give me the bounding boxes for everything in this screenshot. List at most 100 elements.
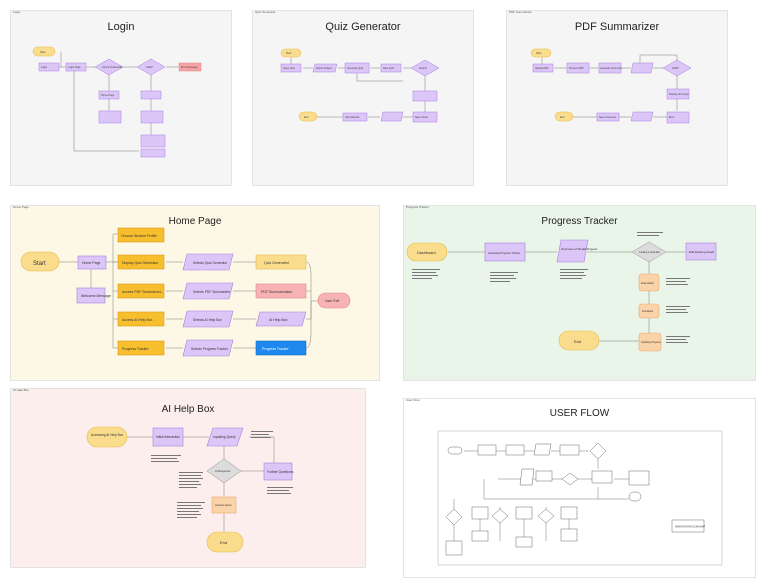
decision-label: AI Response: [215, 469, 231, 473]
select-node: [182, 282, 234, 300]
access-node: [484, 242, 526, 262]
flow-node: [533, 443, 552, 456]
userflow-note: NAVIGATION FLOW MAP: [675, 525, 705, 529]
start-terminal: [20, 251, 60, 272]
inputting-node: [206, 427, 244, 447]
option-label: Access AI Help Box: [122, 318, 153, 322]
node-text: Error Message: [181, 66, 198, 69]
frame-title: Quiz Generator: [325, 21, 401, 33]
select-label: Selects PDF Summarizer: [193, 290, 231, 294]
choose-profile-node: [117, 227, 165, 243]
process-node: [412, 111, 438, 123]
home-page-node: [77, 255, 107, 270]
decision-node: [94, 58, 124, 76]
frame-title: AI Help Box: [161, 404, 215, 415]
flow-node: [589, 442, 607, 460]
node-text: Valid?: [146, 66, 153, 69]
result-node: [255, 254, 307, 270]
option-label: Progress Tracker: [122, 347, 149, 351]
start-terminal: [530, 48, 552, 58]
process-node: [280, 63, 302, 73]
decision-label: Looking at Goal Due: [639, 251, 661, 254]
access-label: Accessing Progress Tracker: [488, 251, 520, 255]
result-label: Quiz Generated: [264, 261, 289, 265]
process-node: [666, 111, 690, 124]
process-node: [596, 112, 620, 122]
select-label: Selects Progress Tracker: [191, 347, 229, 351]
select-node: [182, 310, 234, 328]
quiz-frame: Quiz Generator Quiz Generator Start: [252, 10, 474, 186]
node-text: Generate Summary: [600, 67, 623, 70]
progress-frame: Progress Tracker Progress Tracker Dashbo…: [403, 205, 756, 381]
flow-node: [447, 446, 463, 455]
flow-node: [561, 472, 579, 486]
frame-tag: Quiz Generator: [255, 10, 276, 14]
process-node: [598, 62, 622, 74]
node-text: Display Summary: [669, 93, 689, 96]
initial-label: Initial Interaction: [156, 435, 180, 439]
frame-tag: PDF Summarizer: [509, 10, 533, 14]
end-terminal: [298, 111, 318, 122]
result-label: PDF Summarization: [261, 290, 292, 294]
process-node: [98, 90, 120, 100]
overview-node: [556, 239, 589, 263]
userflow-frame: User Flow USER FLOW: [403, 398, 756, 578]
user-exit-label: User Exit: [325, 299, 339, 303]
option-node: [117, 254, 165, 270]
select-label: Selects Quiz Generator: [193, 261, 228, 265]
quiz-flowchart: Start Open Quiz Select Subject Generate …: [280, 48, 440, 123]
welcome-label: Welcome Message: [81, 294, 111, 298]
annotation-notes: [151, 431, 293, 518]
node-text: Login Page: [68, 66, 81, 69]
flow-node: [628, 470, 650, 486]
flow-node: [471, 506, 489, 520]
flow-node: [445, 508, 463, 526]
end-label: End: [220, 540, 227, 545]
process-node: [412, 90, 438, 102]
process-node: [65, 62, 87, 72]
answer-label: Answer Given: [215, 503, 232, 507]
node-text: Start: [40, 51, 46, 54]
node-text: Open Quiz: [283, 67, 296, 70]
process-node: [532, 63, 554, 73]
updating-label: Updating Progress: [641, 341, 662, 344]
io-node: [630, 62, 654, 74]
frame-tag: AI Help Box: [13, 388, 29, 392]
result-label: AI Help Box: [269, 318, 288, 322]
option-label: Access PDF Summarizer...: [122, 290, 164, 294]
node-text: Take Quiz: [383, 67, 395, 70]
flow-node: [560, 506, 578, 520]
select-node: [182, 339, 234, 357]
option-label: Display Quiz Generator: [122, 261, 159, 265]
choose-profile-label: Choose Student Profile: [121, 234, 157, 238]
node-text: Error: [669, 116, 675, 119]
result-node: [255, 283, 307, 299]
initial-node: [152, 427, 184, 447]
dashboard-label: Dashboard: [417, 251, 436, 255]
flow-node: [515, 536, 533, 548]
frame-title: Progress Tracker: [541, 216, 618, 227]
flow-node: [515, 506, 533, 520]
node-text: Save Summary: [599, 116, 617, 119]
frame-title: Login: [107, 21, 135, 33]
flow-node: [505, 444, 525, 456]
decision-node: [410, 59, 440, 77]
result-node: [255, 311, 307, 327]
process-node: [140, 110, 164, 124]
inputting-label: Inputting Query: [213, 435, 236, 439]
flow-node: [445, 540, 463, 556]
end-label: End: [574, 339, 581, 344]
node-text: View Results: [345, 116, 360, 119]
node-text: Home Page: [101, 94, 115, 97]
node-text: Process PDF: [569, 67, 584, 70]
ai-frame: AI Help Box AI Help Box Accessing AI Hel…: [10, 388, 366, 568]
flow-node: [537, 508, 555, 524]
start-terminal: [32, 46, 56, 57]
feedback-node: [638, 303, 660, 319]
select-node: [182, 253, 234, 271]
pdf-flowchart: Start Upload PDF Process PDF Generate Su…: [530, 48, 692, 124]
process-node: [666, 88, 690, 100]
node-text: Start: [536, 52, 542, 55]
process-node: [98, 110, 122, 124]
end-terminal: [554, 111, 574, 122]
